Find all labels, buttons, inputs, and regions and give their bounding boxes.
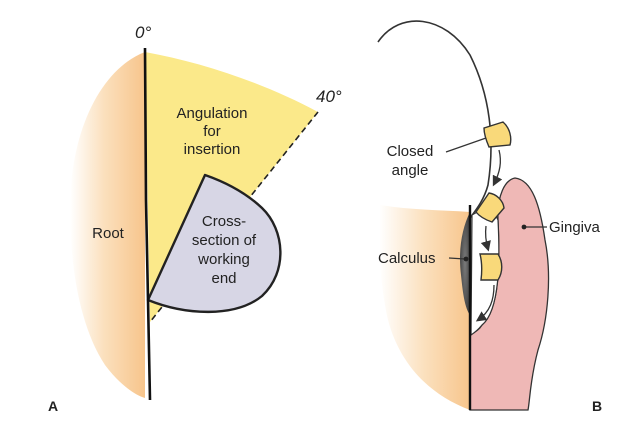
crown-outline (377, 20, 492, 219)
closed-angle-label-line-2: angle (392, 162, 429, 179)
movement-arrow-1 (492, 149, 503, 187)
root-label: Root (92, 225, 125, 242)
angle-start-label: 0° (135, 23, 151, 42)
calculus-leader (448, 257, 466, 260)
gingiva-leader-dot (521, 224, 527, 230)
closed-angle-label-line-1: Closed (387, 143, 434, 160)
movement-arrow-3 (475, 284, 495, 322)
panel-a-letter: A (48, 398, 58, 414)
cross-section-label-line-1: Cross- (202, 213, 246, 230)
calculus-label: Calculus (378, 250, 436, 267)
gingiva-label: Gingiva (549, 219, 601, 236)
cross-section-label-line-2: section of (192, 232, 257, 249)
cross-section-label-line-3: working (197, 251, 250, 268)
angulation-label-line-3: insertion (184, 141, 241, 158)
movement-arrow-2 (480, 225, 491, 252)
angulation-label-line-2: for (203, 123, 221, 140)
root-shape-a (70, 52, 145, 398)
cross-section-label-line-4: end (211, 270, 236, 287)
closed-angle-leader (445, 137, 487, 153)
panel-b-letter: B (592, 398, 602, 414)
angle-end-label: 40° (316, 87, 342, 106)
calculus-deposit (460, 212, 470, 315)
panel-a: 0° 40° Angulation for insertion Root Cro… (48, 23, 342, 414)
panel-b: Closed angle Calculus Gingiva B (377, 20, 602, 414)
root-shape-b (379, 205, 470, 410)
angulation-label-line-1: Angulation (177, 105, 248, 122)
cross-section-shape (146, 173, 282, 314)
instrument-middle (475, 192, 505, 223)
instrument-bottom (479, 253, 503, 281)
instrument-top (483, 121, 512, 148)
root-surface-line-a (143, 47, 152, 401)
calculus-leader-dot (463, 256, 469, 262)
